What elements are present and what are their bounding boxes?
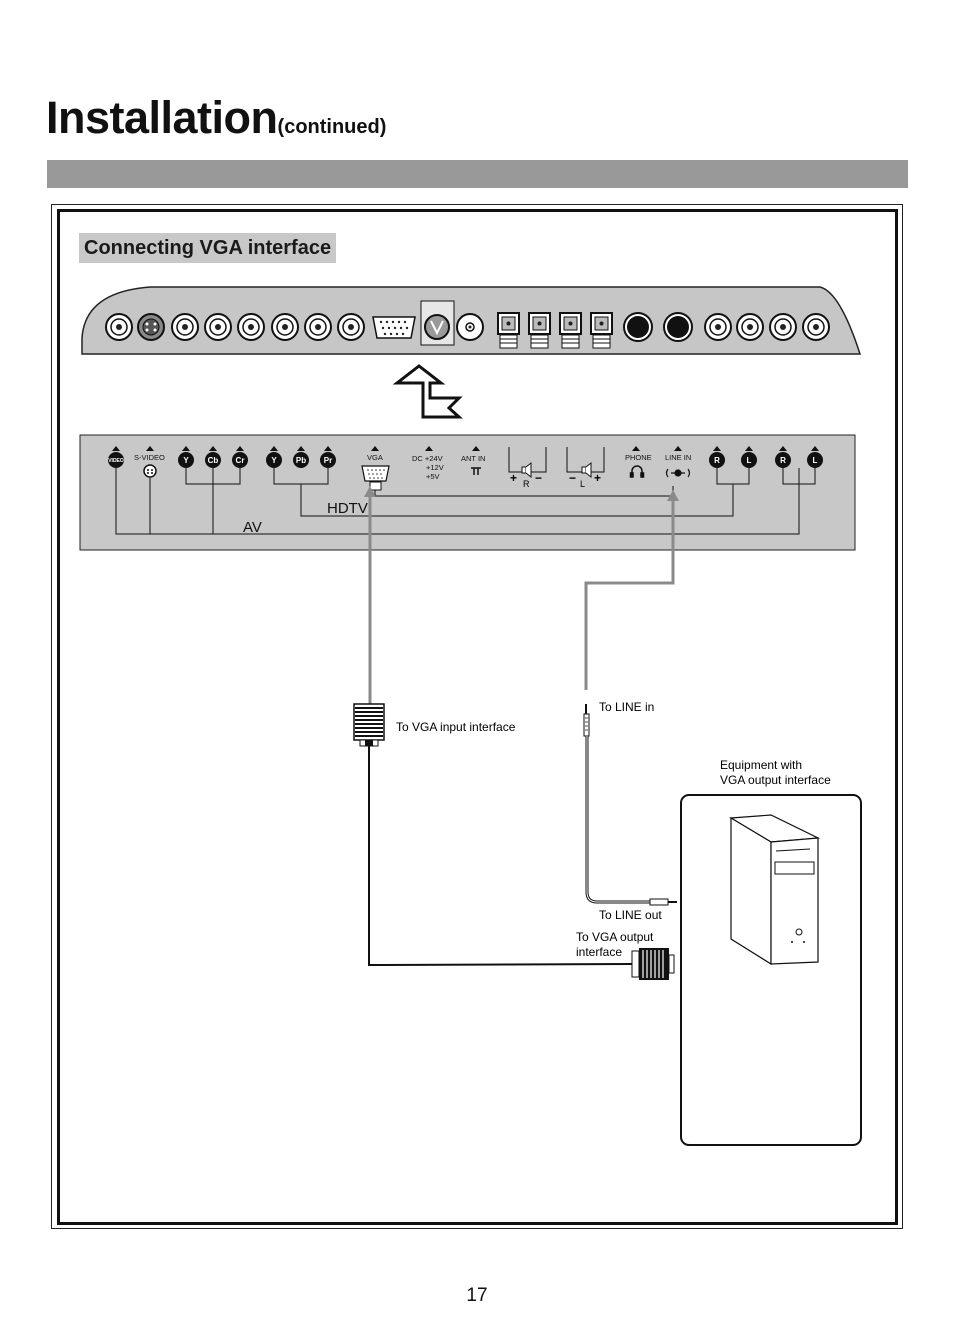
vga-arrowhead bbox=[364, 486, 376, 497]
vga-plug-icon bbox=[353, 703, 385, 747]
linein-label: LINE IN bbox=[665, 453, 691, 462]
rca-jack-icon bbox=[736, 313, 764, 341]
cr-label: Cr bbox=[236, 456, 245, 465]
speaker-terminal-icon bbox=[528, 312, 551, 349]
title-suffix: (continued) bbox=[277, 116, 387, 138]
rca-jack-icon bbox=[204, 313, 232, 341]
antenna-icon bbox=[471, 467, 481, 475]
svg-text:−: − bbox=[535, 471, 542, 485]
speaker-terminal-icon bbox=[559, 312, 582, 349]
schematic-panel: S-VIDEO VGA DC +24V +12V +5V ANT IN PHON… bbox=[79, 434, 856, 551]
vga-label: VGA bbox=[367, 453, 383, 462]
rca-jack-icon bbox=[304, 313, 332, 341]
pb-label: Pb bbox=[296, 456, 306, 465]
speaker-r-label: R bbox=[523, 479, 530, 489]
rca-jack-icon bbox=[105, 313, 133, 341]
rca-jack-icon bbox=[171, 313, 199, 341]
svg-text:+: + bbox=[510, 471, 517, 485]
vga-port-icon bbox=[372, 316, 416, 339]
antenna-jack-icon bbox=[456, 313, 484, 341]
rca-jack-icon bbox=[704, 313, 732, 341]
page-number: 17 bbox=[466, 1285, 488, 1306]
header-bar bbox=[47, 160, 908, 188]
vga-output-label-1: To VGA output bbox=[576, 930, 654, 944]
hdtv-label: HDTV bbox=[327, 500, 368, 517]
line-in-label: To LINE in bbox=[599, 700, 654, 714]
inner-frame bbox=[57, 209, 898, 1225]
vga-input-label: To VGA input interface bbox=[396, 720, 516, 734]
vga-port-icon bbox=[361, 465, 390, 491]
y1-label: Y bbox=[183, 456, 189, 465]
line-out-label: To LINE out bbox=[599, 908, 662, 922]
svg-text:+: + bbox=[594, 471, 601, 485]
cb-label: Cb bbox=[208, 456, 219, 465]
y2-label: Y bbox=[271, 456, 277, 465]
ant-label: ANT IN bbox=[461, 454, 485, 463]
audio-l1-label: L bbox=[747, 456, 752, 465]
audio-r1-label: R bbox=[714, 456, 720, 465]
line-in-icon bbox=[665, 468, 691, 478]
video-label: VIDEO bbox=[108, 458, 124, 464]
vga-output-plug-icon bbox=[631, 948, 675, 980]
marker-triangles bbox=[112, 446, 819, 451]
vga-output-label-2: interface bbox=[576, 945, 622, 959]
svideo-jack-icon bbox=[137, 313, 165, 341]
speaker-l-label: L bbox=[580, 479, 585, 489]
video-jack-icon: VIDEO bbox=[108, 452, 124, 468]
rca-jack-icon bbox=[769, 313, 797, 341]
pr-label: Pr bbox=[324, 456, 332, 465]
dc-power-jack-icon bbox=[420, 300, 455, 346]
equipment-label-2: VGA output interface bbox=[720, 773, 831, 787]
vga-cable bbox=[368, 746, 633, 967]
line-in-arrowhead bbox=[667, 490, 679, 501]
section-heading: Connecting VGA interface bbox=[79, 233, 337, 263]
rca-jack-icon bbox=[802, 313, 830, 341]
speaker-l-icon: − + L bbox=[569, 461, 601, 489]
svideo-label: S-VIDEO bbox=[134, 453, 165, 462]
equipment-label-1: Equipment with bbox=[720, 758, 802, 772]
dc-12-label: +12V bbox=[426, 463, 444, 472]
title-text: Installation bbox=[46, 92, 278, 143]
audio-plug-icon bbox=[583, 704, 590, 737]
headphone-jack-icon bbox=[623, 312, 653, 342]
svg-text:−: − bbox=[569, 471, 576, 485]
svideo-jack-icon bbox=[143, 464, 157, 478]
phone-label: PHONE bbox=[625, 453, 652, 462]
page-title: Installation(continued) bbox=[46, 92, 386, 153]
dc-label: DC +24V bbox=[412, 454, 443, 463]
line-in-jack-icon bbox=[663, 312, 693, 342]
rca-jack-icon bbox=[271, 313, 299, 341]
computer-tower-icon bbox=[729, 814, 821, 966]
speaker-r-icon: + −R bbox=[510, 461, 542, 489]
line-in-cable-upper bbox=[584, 496, 675, 690]
tv-rear-panel bbox=[81, 286, 862, 355]
audio-r2-label: R bbox=[780, 456, 786, 465]
audio-l2-label: L bbox=[813, 456, 818, 465]
detail-arrow-icon bbox=[392, 364, 463, 419]
headphone-icon bbox=[629, 465, 645, 478]
rca-jack-icon bbox=[237, 313, 265, 341]
outer-frame bbox=[51, 204, 903, 1229]
dc-5-label: +5V bbox=[426, 472, 440, 481]
audio-plug-out-icon bbox=[649, 898, 677, 906]
speaker-terminal-icon bbox=[497, 312, 520, 349]
av-label: AV bbox=[243, 519, 262, 536]
rca-jack-icon bbox=[337, 313, 365, 341]
speaker-terminal-icon bbox=[590, 312, 613, 349]
audio-cable bbox=[585, 736, 650, 904]
